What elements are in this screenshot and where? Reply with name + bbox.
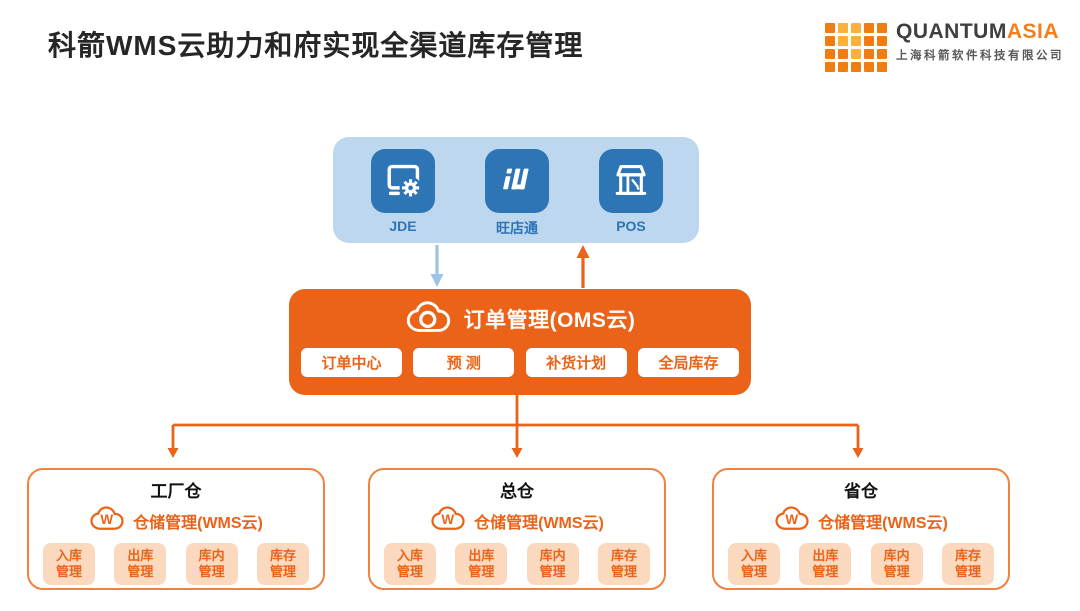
svg-text:W: W bbox=[785, 512, 798, 527]
cloud-oms-icon bbox=[405, 300, 452, 338]
module-inwarehouse: 库内 管理 bbox=[185, 543, 238, 585]
cloud-wms-icon: W bbox=[430, 505, 466, 536]
uplink-arrow-icon bbox=[576, 245, 590, 288]
logo-mark-icon bbox=[825, 20, 887, 72]
brand-accent: ASIA bbox=[1006, 20, 1060, 43]
module-outbound: 出库 管理 bbox=[455, 543, 508, 585]
module-inventory: 库存 管理 bbox=[256, 543, 309, 585]
channel-pos: POS bbox=[599, 149, 663, 234]
oms-title: 订单管理(OMS云) bbox=[463, 309, 636, 332]
channel-label: JDE bbox=[389, 218, 417, 234]
wms-system-row: W 仓储管理(WMS云) bbox=[370, 505, 664, 536]
arrow-head-center bbox=[511, 448, 523, 458]
wms-system-label: 仓储管理(WMS云) bbox=[474, 514, 604, 532]
module-inventory: 库存 管理 bbox=[941, 543, 994, 585]
logo-text: QUANTUMASIA 上海科箭软件科技有限公司 bbox=[896, 20, 1064, 63]
warehouse-title: 省仓 bbox=[844, 482, 878, 501]
wms-modules: 入库 管理 出库 管理 库内 管理 库存 管理 bbox=[714, 543, 1008, 585]
module-outbound: 出库 管理 bbox=[799, 543, 852, 585]
downlink-arrow-icon bbox=[430, 245, 444, 287]
svg-text:W: W bbox=[100, 512, 113, 527]
module-inventory: 库存 管理 bbox=[597, 543, 650, 585]
wms-system-row: W 仓储管理(WMS云) bbox=[29, 505, 323, 536]
oms-header: 订单管理(OMS云) bbox=[289, 300, 751, 338]
page-title: 科箭WMS云助力和府实现全渠道库存管理 bbox=[48, 30, 584, 61]
wms-modules: 入库 管理 出库 管理 库内 管理 库存 管理 bbox=[29, 543, 323, 585]
cloud-wms-icon: W bbox=[89, 505, 125, 536]
wms-system-label: 仓储管理(WMS云) bbox=[818, 514, 948, 532]
arrow-head-right bbox=[852, 448, 864, 458]
channel-label: POS bbox=[616, 218, 646, 234]
oms-warehouse-connector bbox=[167, 395, 864, 458]
company-name: 上海科箭软件科技有限公司 bbox=[896, 50, 1064, 63]
jde-monitor-gear-icon bbox=[371, 149, 435, 213]
channel-label: 旺店通 bbox=[496, 220, 538, 236]
arrow-head-left bbox=[167, 448, 179, 458]
module-inwarehouse: 库内 管理 bbox=[526, 543, 579, 585]
warehouse-factory: 工厂仓 W 仓储管理(WMS云) 入库 管理 出库 管理 库内 管理 bbox=[27, 468, 325, 590]
pos-storefront-icon bbox=[599, 149, 663, 213]
oms-module-replenishment: 补货计划 bbox=[525, 348, 627, 377]
channel-wangdiantong: 旺店通 bbox=[485, 149, 549, 238]
module-inbound: 入库 管理 bbox=[43, 543, 95, 585]
brand-name: QUANTUMASIA bbox=[896, 20, 1064, 43]
wangdiantong-logo-icon bbox=[485, 149, 549, 213]
quantumasia-logo: QUANTUMASIA 上海科箭软件科技有限公司 bbox=[825, 20, 1064, 72]
wms-system-label: 仓储管理(WMS云) bbox=[133, 514, 263, 532]
channels-panel: JDE 旺店通 bbox=[333, 137, 699, 243]
warehouse-title: 工厂仓 bbox=[150, 482, 202, 501]
wms-modules: 入库 管理 出库 管理 库内 管理 库存 管理 bbox=[370, 543, 664, 585]
cloud-wms-icon: W bbox=[774, 505, 810, 536]
oms-module-global-inventory: 全局库存 bbox=[637, 348, 739, 377]
svg-text:W: W bbox=[441, 512, 454, 527]
oms-modules: 订单中心 预 测 补货计划 全局库存 bbox=[289, 348, 751, 377]
module-inbound: 入库 管理 bbox=[728, 543, 780, 585]
warehouse-provincial: 省仓 W 仓储管理(WMS云) 入库 管理 出库 管理 库内 管理 bbox=[712, 468, 1010, 590]
wms-system-row: W 仓储管理(WMS云) bbox=[714, 505, 1008, 536]
channel-jde: JDE bbox=[371, 149, 435, 234]
module-inbound: 入库 管理 bbox=[384, 543, 436, 585]
oms-panel: 订单管理(OMS云) 订单中心 预 测 补货计划 全局库存 bbox=[289, 289, 751, 395]
channels-oms-arrows bbox=[430, 245, 590, 288]
warehouse-central: 总仓 W 仓储管理(WMS云) 入库 管理 出库 管理 库内 管理 bbox=[368, 468, 666, 590]
module-inwarehouse: 库内 管理 bbox=[870, 543, 923, 585]
module-outbound: 出库 管理 bbox=[114, 543, 167, 585]
oms-module-order-center: 订单中心 bbox=[301, 348, 402, 377]
oms-module-forecast: 预 测 bbox=[413, 348, 515, 377]
brand-primary: QUANTUM bbox=[896, 20, 1007, 43]
warehouse-title: 总仓 bbox=[500, 482, 534, 501]
